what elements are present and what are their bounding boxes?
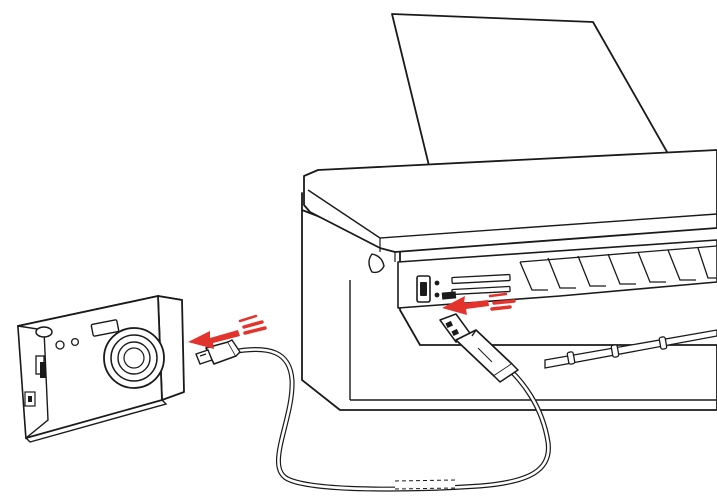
usb-cable: [195, 313, 551, 492]
digital-camera: [17, 295, 185, 443]
camera-flash: [90, 319, 120, 337]
paper-guide-rail: [544, 329, 717, 369]
memory-card-slots: [451, 273, 511, 296]
usb-port: [441, 291, 457, 300]
shutter-button: [35, 326, 53, 338]
usb-a-plug: [439, 313, 519, 383]
indicator-light: [434, 280, 440, 286]
arrow-to-camera: [188, 314, 267, 349]
printer: [301, 149, 717, 411]
printer-top-cover: [303, 149, 717, 253]
camera-lens-icon: [103, 327, 165, 389]
power-button-icon: [416, 275, 431, 303]
output-tray-ribs: [519, 245, 717, 291]
arrow-to-printer-port: [442, 292, 516, 315]
indicator-light: [434, 292, 440, 298]
